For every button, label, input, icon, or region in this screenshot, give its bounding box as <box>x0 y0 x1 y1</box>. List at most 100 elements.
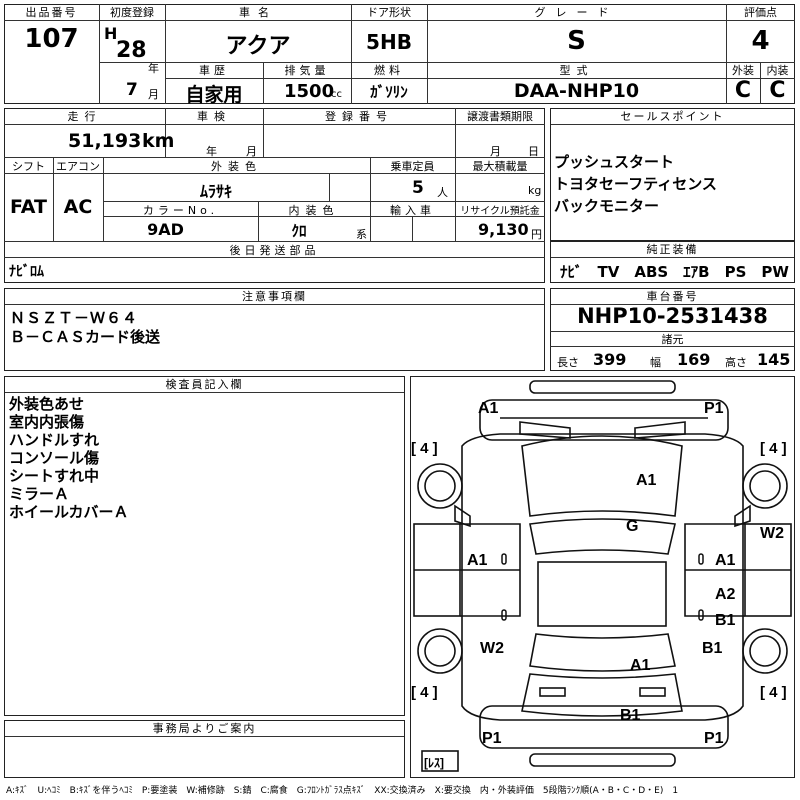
car-name: アクア <box>225 34 291 59</box>
score-label: 評価点 <box>744 6 777 19</box>
code-right-front-door: A1 <box>715 552 736 569</box>
int-color-unit: 系 <box>356 228 367 241</box>
ac-value: AC <box>63 196 93 218</box>
door-type: 5HB <box>366 30 412 54</box>
month-unit: 月 <box>148 88 159 101</box>
code-right-rear-door: A2 <box>715 586 736 603</box>
capacity-value: 5 <box>412 178 424 198</box>
inspector-note-5: シートすれ中 <box>9 467 100 485</box>
code-right-rear: B1 <box>702 640 723 657</box>
inspector-panel <box>4 376 405 716</box>
displacement-unit: cc <box>331 89 342 100</box>
interior-grade: C <box>769 78 786 103</box>
chassis-number: NHP10-2531438 <box>577 304 768 328</box>
code-rear-right: P1 <box>704 730 724 747</box>
model-value: DAA-NHP10 <box>513 80 640 102</box>
transfer-month-unit: 月 <box>490 145 501 158</box>
sales-points-panel <box>550 108 795 241</box>
int-color-label: 内装色 <box>288 204 340 217</box>
width-value: 169 <box>677 350 711 369</box>
transfer-label: 譲渡書類期限 <box>467 110 533 123</box>
inspector-note-2: 室内内張傷 <box>9 413 85 431</box>
int-color-value: ｸﾛ <box>291 222 307 240</box>
recycle-unit: 円 <box>531 228 542 241</box>
spare-tyre-mark: [ﾚｽ] <box>424 756 444 770</box>
ext-color-label: 外装色 <box>211 160 262 173</box>
tyre-mark-front-right: [ 4 ] <box>760 440 787 457</box>
capacity-label: 乗車定員 <box>390 160 435 173</box>
later-parts-value: ﾅﾋﾞﾛﾑ <box>9 264 44 280</box>
inspector-note-4: コンソール傷 <box>9 449 100 467</box>
interior-label: 内装 <box>766 64 789 77</box>
caution-line-1: ＮＳＺＴ－Ｗ６４ <box>10 309 139 327</box>
history-label: 車歴 <box>199 64 229 77</box>
equipment-value: ﾅﾋﾞ TV ABS ｴｱB PS PW <box>560 263 789 281</box>
later-parts-label: 後日発送部品 <box>229 244 320 257</box>
displacement-label: 排気量 <box>284 64 330 77</box>
reg-month: 7 <box>126 80 138 100</box>
code-rear-left: P1 <box>482 730 502 747</box>
sales-point-1: プッシュスタート <box>554 153 675 171</box>
max-load-label: 最大積載量 <box>472 160 528 173</box>
displacement-value: 1500 <box>284 81 335 102</box>
capacity-unit: 人 <box>437 186 448 199</box>
inspection-label: 車検 <box>197 110 231 123</box>
transfer-day-unit: 日 <box>528 145 539 158</box>
fuel-label: 燃料 <box>374 64 404 77</box>
mileage-unit: km <box>142 130 175 152</box>
inspector-note-1: 外装色あせ <box>9 395 85 413</box>
tyre-mark-front-left: [ 4 ] <box>411 440 438 457</box>
width-label: 幅 <box>650 356 661 369</box>
legend: A:ｷｽﾞ U:ﾍｺﾐ B:ｷｽﾞを伴うﾍｺﾐ P:要塗装 W:補修跡 S:錆 … <box>6 786 679 796</box>
code-front-left: A1 <box>478 400 499 417</box>
sales-points-label: セールスポイント <box>551 109 794 125</box>
year-unit: 年 <box>148 62 159 75</box>
color-no-value: 9AD <box>147 220 184 239</box>
era: H <box>104 24 118 43</box>
shift-value: FAT <box>10 196 47 218</box>
score-value: 4 <box>751 26 770 56</box>
lot-no-label: 出品番号 <box>25 6 78 19</box>
insp-month-unit: 月 <box>246 145 257 158</box>
car-diagram <box>413 380 792 772</box>
registration-label: 登録番号 <box>325 110 393 123</box>
grade-value: S <box>567 26 586 56</box>
door-label: ドア形状 <box>367 6 411 19</box>
mileage-label: 走行 <box>67 110 102 123</box>
insp-year-unit: 年 <box>206 145 217 158</box>
reg-year: 28 <box>116 38 147 63</box>
caution-line-2: Ｂ－ＣＡＳカード後送 <box>10 328 161 346</box>
inspector-note-7: ホイールカバーＡ <box>9 503 129 521</box>
shift-label: シフト <box>12 160 45 173</box>
fuel-value: ｶﾞｿﾘﾝ <box>370 83 408 101</box>
code-roof: G <box>626 518 639 535</box>
inspector-note-3: ハンドルすれ <box>9 431 100 449</box>
height-value: 145 <box>757 350 791 369</box>
color-no-label: カラーNo. <box>142 204 219 217</box>
code-left-front-door: A1 <box>467 552 488 569</box>
car-name-label: 車名 <box>239 6 277 19</box>
sales-point-2: トヨタセーフティセンス <box>554 175 717 193</box>
model-label: 型式 <box>559 64 594 77</box>
details-table <box>4 108 545 283</box>
lot-number: 107 <box>24 24 79 54</box>
code-right-fender: W2 <box>760 525 784 542</box>
grade-label: グレード <box>534 6 619 19</box>
max-load-unit: kg <box>528 184 542 197</box>
office-label: 事務局よりご案内 <box>5 721 404 737</box>
ac-label: エアコン <box>56 160 100 173</box>
caution-label: 注意事項欄 <box>5 289 544 305</box>
recycle-label: リサイクル預託金 <box>460 206 540 217</box>
tyre-mark-rear-right: [ 4 ] <box>760 684 787 701</box>
exterior-label: 外装 <box>732 64 754 77</box>
sales-point-3: バックモニター <box>554 197 660 215</box>
ext-color-value: ﾑﾗｻｷ <box>199 182 232 201</box>
code-right-rear-door-2: B1 <box>715 612 736 629</box>
code-hood: A1 <box>636 472 657 489</box>
history-value: 自家用 <box>185 84 243 106</box>
inspector-note-6: ミラーＡ <box>9 485 70 503</box>
exterior-grade: C <box>734 78 752 103</box>
inspector-label: 検査員記入欄 <box>5 377 404 393</box>
mileage-value: 51,193 <box>68 130 142 152</box>
equipment-label: 純正装備 <box>551 242 794 258</box>
